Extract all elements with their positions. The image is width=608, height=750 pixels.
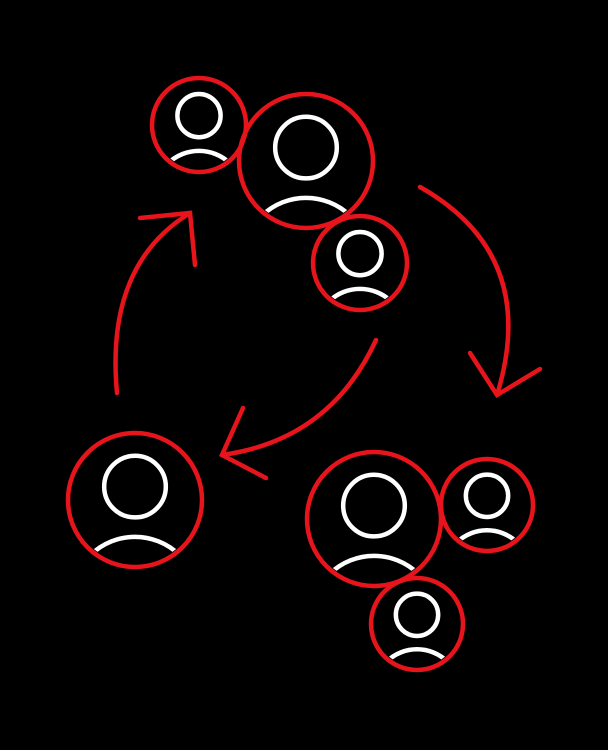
user-group-bottom-right-avatar	[438, 456, 536, 554]
user-icon	[444, 472, 530, 548]
arrow-top-to-left	[219, 337, 379, 481]
avatar-ring	[368, 575, 466, 673]
user-single-left-avatar	[65, 430, 205, 570]
user-icon	[155, 91, 243, 169]
user-icon	[374, 591, 460, 667]
user-group-bottom-right-avatar	[304, 449, 444, 589]
avatar-ring	[65, 430, 205, 570]
arrow-left-to-top	[113, 210, 198, 396]
user-group-bottom-right-avatar	[368, 575, 466, 673]
users	[65, 75, 536, 673]
avatar-ring	[438, 456, 536, 554]
arrowhead-icon	[137, 210, 198, 268]
arrow-top-to-bottom-right	[417, 184, 543, 399]
avatar-ring	[310, 213, 410, 313]
user-icon	[242, 114, 370, 225]
avatar-ring	[236, 91, 376, 231]
arrows	[113, 184, 543, 481]
user-group-top-avatar	[236, 91, 376, 231]
user-icon	[71, 453, 199, 564]
arrowhead-icon	[219, 405, 269, 481]
user-icon	[310, 472, 438, 583]
user-icon	[316, 229, 404, 307]
user-group-top-avatar	[149, 75, 249, 175]
avatar-ring	[149, 75, 249, 175]
user-group-top-avatar	[310, 213, 410, 313]
arrowhead-icon	[467, 350, 543, 399]
